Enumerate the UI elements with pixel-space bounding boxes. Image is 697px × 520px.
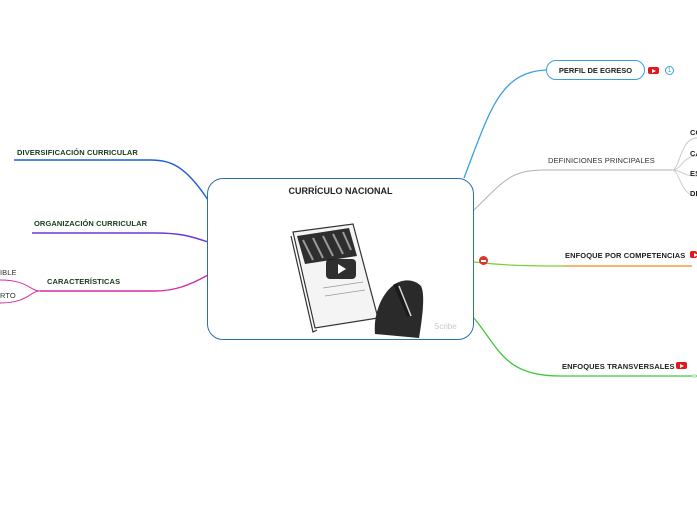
- definiciones-child-3[interactable]: ES: [690, 169, 697, 178]
- youtube-icon[interactable]: [690, 251, 697, 258]
- central-topic-node[interactable]: CURRÍCULO NACIONAL Scribe: [207, 178, 474, 340]
- caracteristicas-child-2[interactable]: RTO: [0, 291, 16, 300]
- flag-icon: [479, 256, 488, 265]
- connector-caracteristicas: [40, 274, 209, 292]
- link-count-badge[interactable]: 1: [665, 66, 674, 75]
- definiciones-child-4[interactable]: DE: [690, 189, 697, 198]
- hand-illustration: [374, 280, 424, 338]
- branch-enfoque-competencias-label[interactable]: ENFOQUE POR COMPETENCIAS: [565, 251, 686, 260]
- central-topic-title: CURRÍCULO NACIONAL: [288, 186, 393, 196]
- node-dot: [692, 374, 696, 378]
- connector-caracteristicas-children: [0, 279, 41, 304]
- branch-diversificacion-label[interactable]: DIVERSIFICACIÓN CURRICULAR: [17, 148, 138, 157]
- branch-enfoques-transversales-label[interactable]: ENFOQUES TRANSVERSALES: [562, 362, 675, 371]
- youtube-icon[interactable]: [648, 67, 659, 74]
- connector-diversificacion: [14, 159, 209, 201]
- play-icon[interactable]: [326, 259, 356, 279]
- branch-perfil-egreso-label: PERFIL DE EGRESO: [558, 66, 633, 75]
- branch-perfil-egreso[interactable]: PERFIL DE EGRESO: [546, 60, 645, 80]
- connector-definiciones: [473, 169, 672, 211]
- video-thumbnail[interactable]: [283, 216, 463, 338]
- branch-caracteristicas-label[interactable]: CARACTERÍSTICAS: [47, 277, 121, 286]
- connector-perfil: [463, 69, 547, 179]
- caracteristicas-child-1[interactable]: IBLE: [0, 268, 17, 277]
- connector-enfoques-transversales: [473, 317, 697, 377]
- definiciones-child-2[interactable]: CA: [690, 149, 697, 158]
- definiciones-child-1[interactable]: CO: [690, 128, 697, 137]
- branch-organizacion-label[interactable]: ORGANIZACIÓN CURRICULAR: [34, 219, 148, 228]
- connector-organizacion: [32, 232, 209, 243]
- video-watermark: Scribe: [434, 322, 457, 331]
- youtube-icon[interactable]: [676, 362, 687, 369]
- branch-definiciones-label[interactable]: DEFINICIONES PRINCIPALES: [548, 156, 655, 165]
- connector-definiciones-children: [671, 137, 697, 197]
